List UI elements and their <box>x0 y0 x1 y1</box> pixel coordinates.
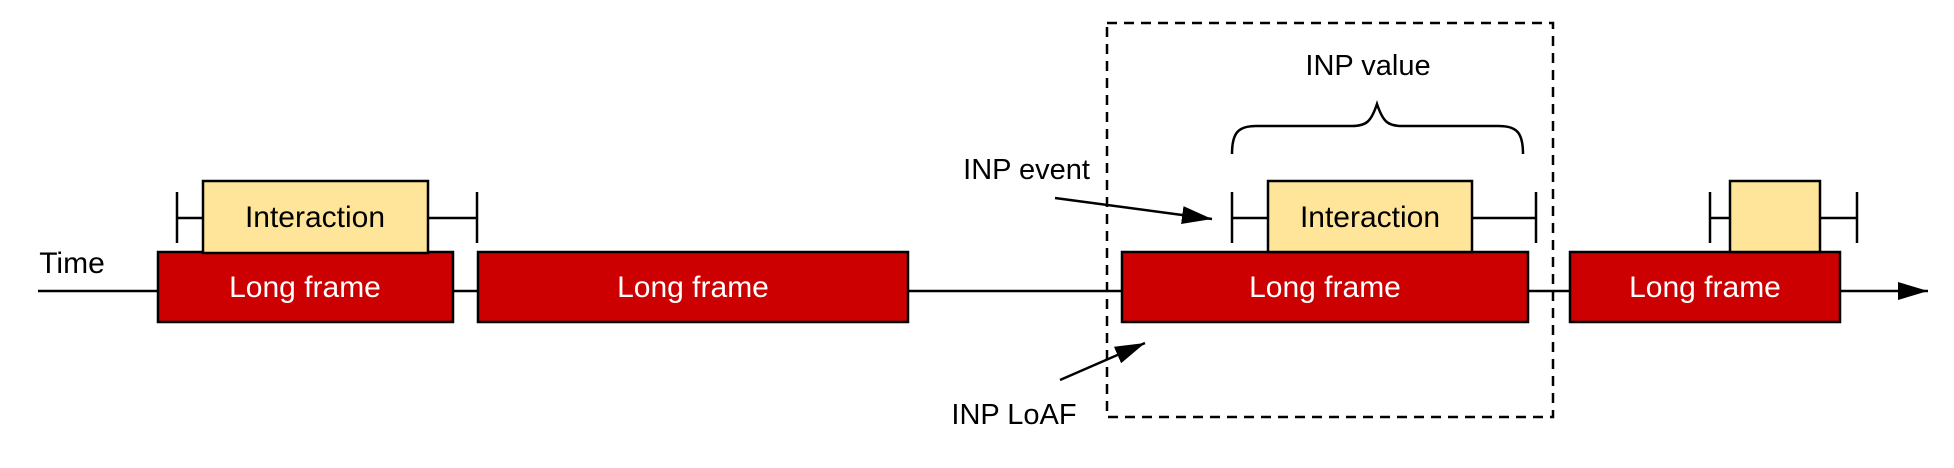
inp-loaf-arrow <box>1059 341 1146 382</box>
interaction-1: Interaction <box>201 179 430 255</box>
long-frame-label: Long frame <box>229 271 381 304</box>
inp-loaf-label: INP LoAF <box>951 399 1076 431</box>
interaction-label: Interaction <box>245 201 385 234</box>
long-frame-box <box>1568 250 1842 324</box>
long-frame-2: Long frame <box>476 250 910 324</box>
interaction-box <box>1266 179 1474 254</box>
interaction-2: Interaction <box>1266 179 1474 254</box>
long-frame-box <box>156 250 455 324</box>
time-axis-label: Time <box>39 247 105 280</box>
inp-loaf-highlight-region <box>1105 21 1555 419</box>
long-frame-box <box>1120 250 1530 324</box>
inp-value-label: INP value <box>1305 50 1430 82</box>
long-frame-label: Long frame <box>1629 271 1781 304</box>
interaction-box <box>201 179 430 255</box>
long-frame-label: Long frame <box>617 271 769 304</box>
interaction3-left-whisker <box>1708 192 1730 243</box>
inp-event-label: INP event <box>963 154 1090 186</box>
interaction-3 <box>1728 179 1822 254</box>
inp-value-brace <box>1230 100 1525 155</box>
long-frame-1: Long frame <box>156 250 455 324</box>
long-frame-label: Long frame <box>1249 271 1401 304</box>
interaction-box <box>1728 179 1822 254</box>
long-frame-3: Long frame <box>1120 250 1530 324</box>
interaction1-left-whisker <box>175 192 203 243</box>
interaction2-left-whisker <box>1230 192 1268 243</box>
interaction3-right-whisker <box>1820 192 1859 243</box>
interaction2-right-whisker <box>1472 192 1538 243</box>
long-frame-4: Long frame <box>1568 250 1842 324</box>
interaction-label: Interaction <box>1300 201 1440 234</box>
interaction1-right-whisker <box>428 192 479 243</box>
inp-event-arrow <box>1054 196 1213 224</box>
long-frame-box <box>476 250 910 324</box>
